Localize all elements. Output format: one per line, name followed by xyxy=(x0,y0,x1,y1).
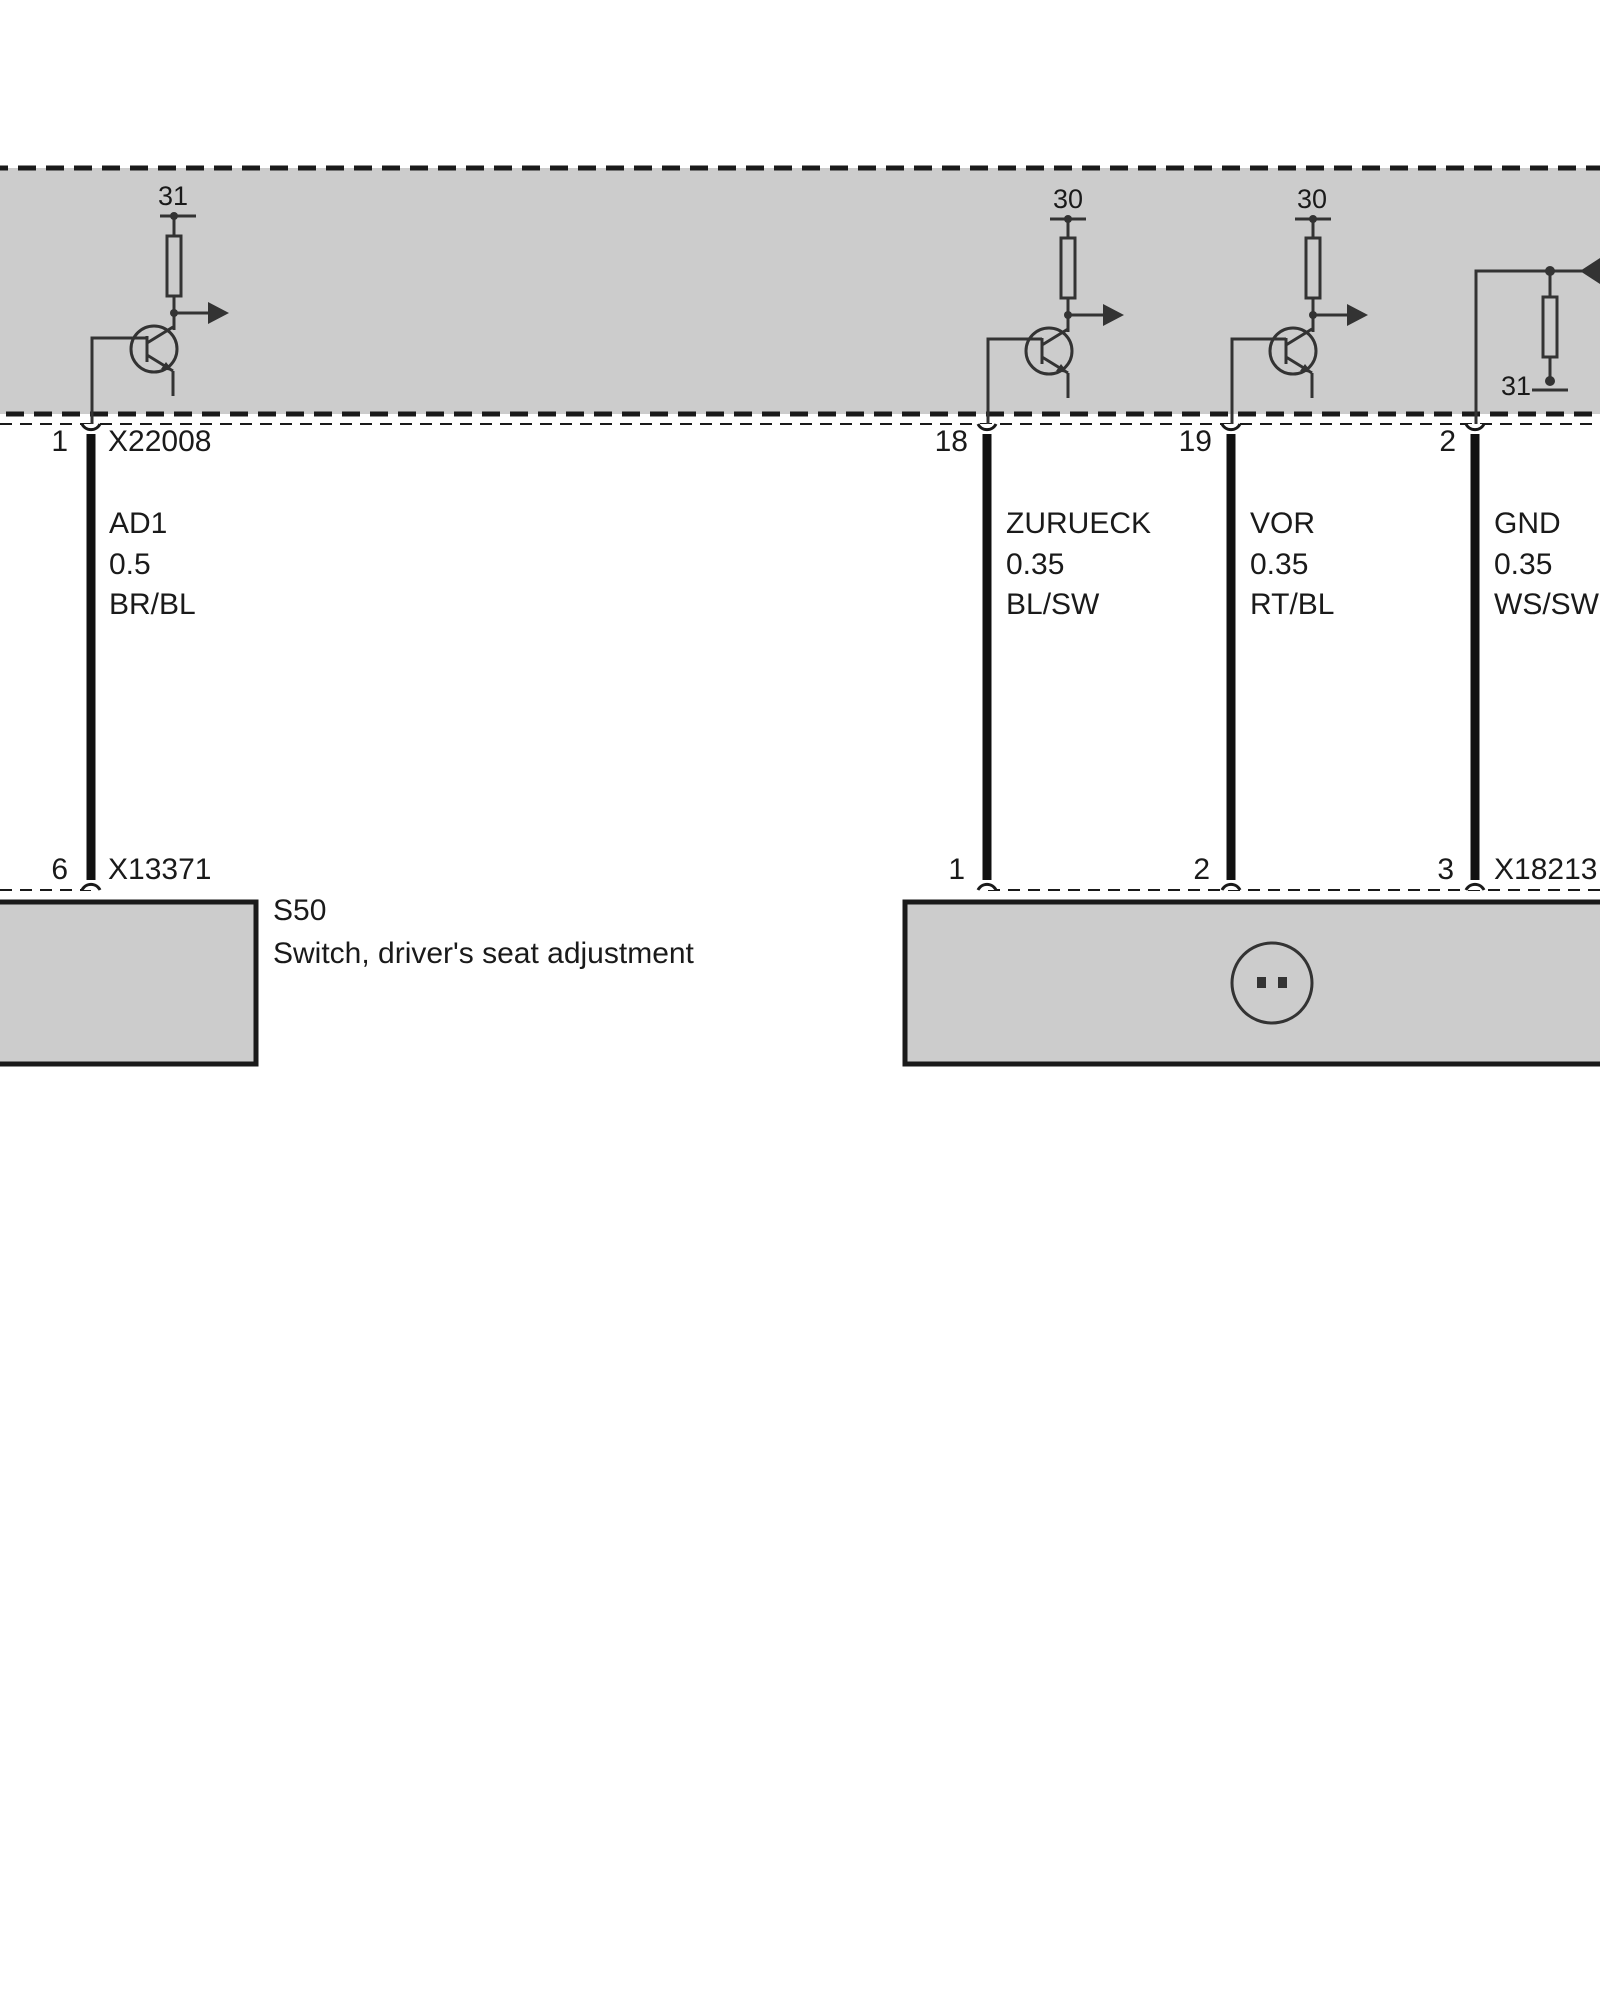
wire-color: BL/SW xyxy=(1006,588,1100,621)
supply-label: 30 xyxy=(1297,184,1327,214)
output-stage-ad1: 31 xyxy=(90,181,229,424)
wire-color: BR/BL xyxy=(109,588,196,621)
wire-signal: GND xyxy=(1494,507,1561,540)
wire-label-ad1: AD1 0.5 BR/BL xyxy=(109,507,196,621)
wire-color: RT/BL xyxy=(1250,588,1334,621)
connector-name: X13371 xyxy=(108,853,211,886)
connector-pin-label: 6 xyxy=(51,853,68,886)
wire-signal: VOR xyxy=(1250,507,1315,540)
pin-socket xyxy=(1220,882,1242,891)
output-stage-zurueck: 30 xyxy=(986,184,1124,424)
wire-color: WS/SW xyxy=(1494,588,1600,621)
switch-box xyxy=(0,899,259,1067)
pin-socket xyxy=(976,882,998,891)
wire-label-zurueck: ZURUECK 0.35 BL/SW xyxy=(1006,507,1151,621)
ground-label: 31 xyxy=(1501,371,1531,401)
pin-socket xyxy=(1220,423,1242,432)
pin-socket xyxy=(80,882,102,891)
pin-socket xyxy=(80,423,102,432)
connector-pin-label: 1 xyxy=(948,853,965,886)
motor-box xyxy=(902,899,1600,1067)
connector-pin-label: 2 xyxy=(1439,425,1456,458)
wire-label-gnd: GND 0.35 WS/SW xyxy=(1494,507,1600,621)
arrow-icon xyxy=(1580,258,1600,284)
top-connector: 1 X22008 18 19 2 xyxy=(51,423,1486,458)
connector-pin-label: 3 xyxy=(1437,853,1454,886)
component-description: Switch, driver's seat adjustment xyxy=(273,937,695,970)
pin-socket xyxy=(1464,882,1486,891)
wire-gauge: 0.35 xyxy=(1250,548,1308,581)
connector-pin-label: 2 xyxy=(1193,853,1210,886)
arrow-icon xyxy=(1103,304,1124,326)
wire-label-vor: VOR 0.35 RT/BL xyxy=(1250,507,1334,621)
hall-sensor-icon xyxy=(1230,941,1314,1025)
output-stage-vor: 30 xyxy=(1230,184,1368,424)
ground-input-stage: 31 xyxy=(1474,258,1600,424)
switch-s50: 6 X13371 S50 Switch, driver's seat adjus… xyxy=(0,853,695,1067)
wire-gauge: 0.35 xyxy=(1494,548,1552,581)
component-id: S50 xyxy=(273,894,326,927)
pin-socket xyxy=(976,423,998,432)
wire-gauge: 0.35 xyxy=(1006,548,1064,581)
connector-pin-label: 19 xyxy=(1179,425,1212,458)
motor-component: 1 2 3 X18213 xyxy=(902,853,1600,1067)
wire-gauge: 0.5 xyxy=(109,548,151,581)
connector-pin-label: 1 xyxy=(51,425,68,458)
control-module-box xyxy=(0,165,1600,417)
arrow-icon xyxy=(1347,304,1368,326)
wire-signal: ZURUECK xyxy=(1006,507,1151,540)
connector-pin-label: 18 xyxy=(935,425,968,458)
pin-socket xyxy=(1464,423,1486,432)
connector-name: X18213 xyxy=(1494,853,1597,886)
connector-name: X22008 xyxy=(108,425,211,458)
supply-label: 30 xyxy=(1053,184,1083,214)
wire-signal: AD1 xyxy=(109,507,167,540)
supply-label: 31 xyxy=(158,181,188,211)
arrow-icon xyxy=(208,302,229,324)
